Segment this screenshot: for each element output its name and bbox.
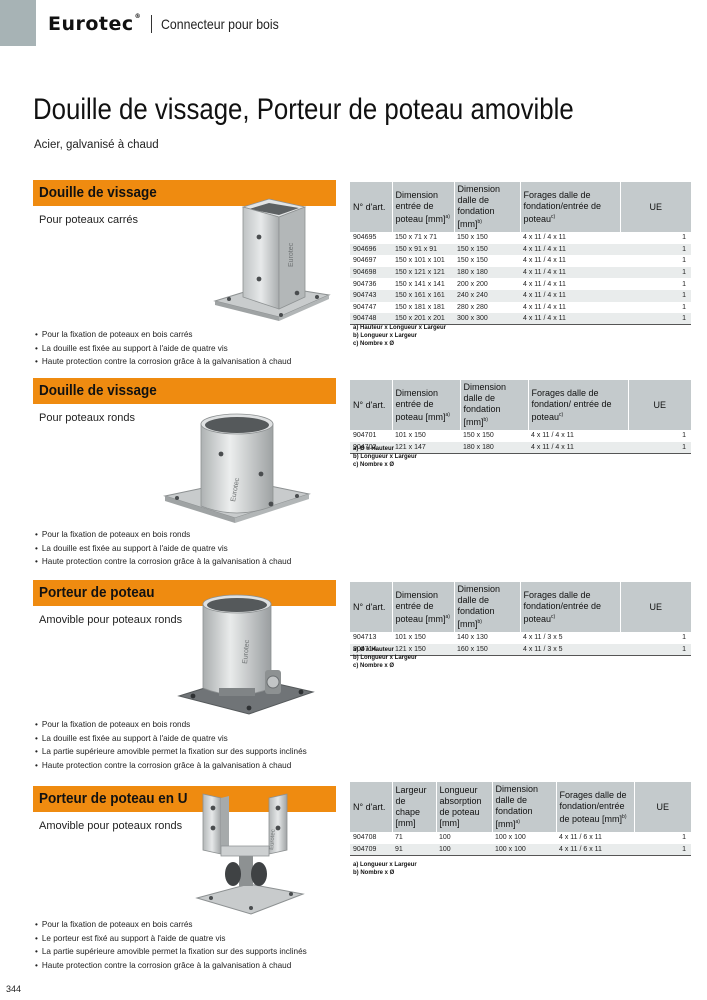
header-divider	[151, 15, 153, 33]
col-header-art: N° d'art.	[350, 182, 393, 232]
list-item: La partie supérieure amovible permet la …	[35, 945, 307, 959]
table-header-row: N° d'art. Dimension entrée de poteau [mm…	[350, 182, 691, 232]
list-item: Le porteur est fixé au support à l'aide …	[35, 932, 307, 946]
spec-table: N° d'art. Dimension entrée de poteau [mm…	[350, 182, 691, 326]
feature-list: Pour la fixation de poteaux en bois rond…	[35, 528, 291, 569]
feature-list: Pour la fixation de poteaux en bois rond…	[35, 718, 307, 772]
col-header-ue: UE	[634, 782, 691, 832]
table-footnotes: a) Ø x Hauteur b) Longueur x Largeur c) …	[353, 647, 418, 669]
col-header-base: Dimension dalle de fondation [mm]b)	[454, 182, 521, 232]
section-title: Douille de vissage	[39, 184, 157, 201]
section-subtitle: Amovible pour poteaux ronds	[39, 614, 183, 626]
list-item: La douille est fixée au support à l'aide…	[35, 342, 291, 356]
col-header-base: Dimension dalle de fondation [mm]b)	[460, 380, 529, 430]
embossed-brand-text: Eurotec	[230, 477, 241, 502]
section-title: Porteur de poteau	[39, 584, 155, 601]
col-header-ue: UE	[620, 582, 691, 632]
spec-table: N° d'art. Dimension entrée de poteau [mm…	[350, 582, 691, 656]
feature-list: Pour la fixation de poteaux en bois carr…	[35, 328, 291, 369]
embossed-brand-text: Eurotec	[269, 829, 277, 850]
col-header-entry: Dimension entrée de poteau [mm]a)	[392, 380, 461, 430]
brand-header: Eurotec® Connecteur pour bois	[48, 13, 295, 35]
col-header-holes: Forages dalle de fondation/ entrée de po…	[528, 380, 629, 430]
col-header-art: N° d'art.	[350, 582, 393, 632]
table-footnotes: a) Ø x Hauteur b) Longueur x Largeur c) …	[353, 446, 418, 468]
page-number: 344	[6, 984, 22, 994]
list-item: La douille est fixée au support à l'aide…	[35, 732, 307, 746]
list-item: Haute protection contre la corrosion grâ…	[35, 355, 291, 369]
page-subtitle: Acier, galvanisé à chaud	[34, 139, 159, 151]
category-label: Connecteur pour bois	[161, 16, 279, 32]
list-item: Haute protection contre la corrosion grâ…	[35, 759, 307, 773]
list-item: Haute protection contre la corrosion grâ…	[35, 959, 307, 973]
col-header-art: N° d'art.	[350, 380, 393, 430]
square-post-anchor-image: Eurotec	[213, 198, 331, 321]
table-header-row: N° d'art. Dimension entrée de poteau [mm…	[350, 582, 691, 632]
section-title: Douille de vissage	[39, 382, 157, 399]
feature-list: Pour la fixation de poteaux en bois carr…	[35, 918, 307, 972]
list-item: Pour la fixation de poteaux en bois carr…	[35, 918, 307, 932]
embossed-brand-text: Eurotec	[242, 639, 251, 664]
round-post-anchor-image: Eurotec	[163, 413, 311, 523]
col-header-width: Largeur de chape [mm]	[392, 782, 437, 832]
list-item: Haute protection contre la corrosion grâ…	[35, 555, 291, 569]
list-item: Pour la fixation de poteaux en bois rond…	[35, 718, 307, 732]
section-douille-ronds: Douille de vissage Pour poteaux ronds Eu…	[33, 378, 691, 570]
section-porteur-poteau: Porteur de poteau Amovible pour poteaux …	[33, 580, 691, 776]
section-title: Porteur de poteau en U	[39, 790, 188, 807]
table-footnotes: a) Longueur x Largeur b) Nombre x Ø	[353, 862, 417, 876]
col-header-entry: Dimension entrée de poteau [mm]a)	[392, 582, 455, 632]
col-header-art: N° d'art.	[350, 782, 393, 832]
section-header-bar: Douille de vissage	[33, 180, 336, 206]
col-header-base: Dimension dalle de fondation [mm]a)	[492, 782, 557, 832]
eurotec-logo: Eurotec®	[48, 13, 142, 35]
list-item: Pour la fixation de poteaux en bois rond…	[35, 528, 291, 542]
section-subtitle: Amovible pour poteaux ronds	[39, 820, 183, 832]
table-header-row: N° d'art. Dimension entrée de poteau [mm…	[350, 380, 691, 430]
col-header-length: Longueur absorption de poteau [mm]	[436, 782, 493, 832]
section-douille-carres: Douille de vissage Pour poteaux carrés E…	[33, 180, 691, 370]
removable-post-base-image: Eurotec	[177, 594, 315, 715]
embossed-brand-text: Eurotec	[288, 242, 295, 267]
section-header-bar: Porteur de poteau	[33, 580, 336, 606]
col-header-holes: Forages dalle de fondation/entrée de pot…	[556, 782, 635, 832]
col-header-holes: Forages dalle de fondation/entrée de pot…	[520, 582, 621, 632]
table-header-row: N° d'art. Largeur de chape [mm] Longueur…	[350, 782, 691, 832]
section-header-bar: Douille de vissage	[33, 378, 336, 404]
section-subtitle: Pour poteaux ronds	[39, 412, 136, 424]
spec-table: N° d'art. Dimension entrée de poteau [mm…	[350, 380, 691, 454]
col-header-ue: UE	[620, 182, 691, 232]
col-header-base: Dimension dalle de fondation [mm]b)	[454, 582, 521, 632]
section-subtitle: Pour poteaux carrés	[39, 214, 139, 226]
page-title: Douille de vissage, Porteur de poteau am…	[33, 93, 574, 126]
section-porteur-poteau-u: Porteur de poteau en U Amovible pour pot…	[33, 782, 691, 974]
spec-table: N° d'art. Largeur de chape [mm] Longueur…	[350, 782, 691, 856]
u-post-base-image: Eurotec	[195, 793, 305, 915]
table-footnotes: a) Hauteur x Longueur x Largeur b) Longu…	[353, 325, 447, 347]
col-header-entry: Dimension entrée de poteau [mm]a)	[392, 182, 455, 232]
list-item: La partie supérieure amovible permet la …	[35, 745, 307, 759]
list-item: La douille est fixée au support à l'aide…	[35, 542, 291, 556]
col-header-ue: UE	[628, 380, 691, 430]
corner-color-tab	[0, 0, 36, 46]
col-header-holes: Forages dalle de fondation/entrée de pot…	[520, 182, 621, 232]
list-item: Pour la fixation de poteaux en bois carr…	[35, 328, 291, 342]
